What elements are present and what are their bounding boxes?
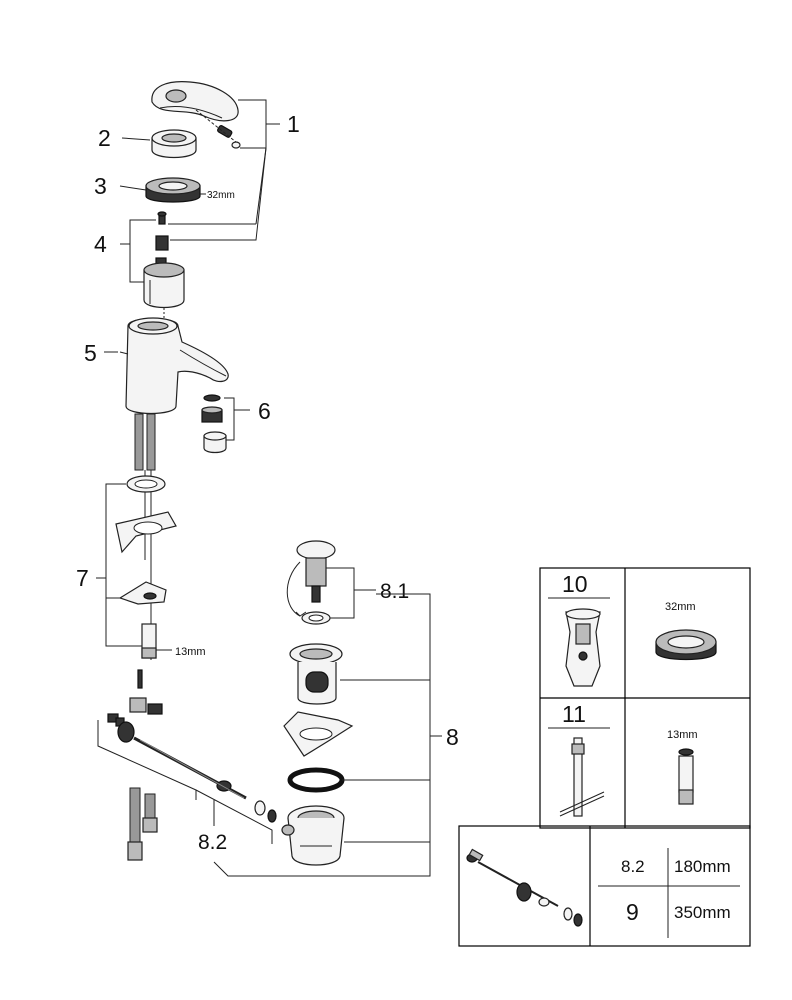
rod-9-number: 9 <box>626 899 639 925</box>
dim-label-13mm: 13mm <box>175 646 206 658</box>
callout-8: 8 <box>446 724 459 750</box>
tool-11-dim: 13mm <box>667 729 698 741</box>
rod-82-number: 8.2 <box>621 857 645 876</box>
tool-10-number: 10 <box>562 571 588 597</box>
rod-washers <box>254 800 277 823</box>
callout-8-leaders <box>213 593 442 877</box>
adapter-piece <box>155 235 169 251</box>
callout-8-1: 8.1 <box>380 580 409 603</box>
callout-4: 4 <box>94 231 107 257</box>
cartridge-wrench-tool <box>565 608 601 687</box>
small-screw <box>157 211 167 225</box>
waste-flange <box>289 643 343 705</box>
supply-hose-b <box>142 793 158 833</box>
rod-clamp <box>107 669 163 727</box>
dim-label-32mm: 32mm <box>207 190 235 201</box>
callout-1: 1 <box>287 111 300 137</box>
callout-3: 3 <box>94 173 107 199</box>
stud-13mm-icon <box>678 748 694 805</box>
callout-5: 5 <box>84 340 97 366</box>
aerator-seal <box>203 394 221 402</box>
socket-tool <box>559 737 605 817</box>
callout-6: 6 <box>258 398 271 424</box>
callout-81-leader-a <box>326 567 376 591</box>
waste-body <box>281 805 345 866</box>
rod-82-length: 180mm <box>674 857 731 876</box>
cover-cap <box>151 129 197 159</box>
aerator-housing <box>203 431 227 454</box>
nut-32mm-icon <box>655 629 717 661</box>
callout-6-leader-a <box>224 397 250 411</box>
flexible-hoses <box>134 413 156 660</box>
fixing-stud <box>141 623 157 659</box>
callout-7: 7 <box>76 565 89 591</box>
callout-4-leaders <box>120 147 267 283</box>
rod-9-length: 350mm <box>674 903 731 922</box>
waste-seal-ring <box>287 767 345 793</box>
rod-length-table <box>458 825 751 947</box>
rod-assembly-icon <box>466 848 583 927</box>
callout-6-leader-b <box>226 410 235 441</box>
callout-8-2: 8.2 <box>198 831 227 854</box>
threaded-nut <box>145 177 201 203</box>
supply-hose-a <box>127 787 143 861</box>
lever-handle <box>151 81 239 122</box>
basin-section-upper <box>115 511 177 554</box>
callout-81-leader-b <box>330 590 355 619</box>
tool-10-cell: 10 32mm <box>548 571 717 687</box>
tools-table <box>539 567 751 829</box>
mounting-gasket <box>126 475 166 493</box>
tool-10-dim: 32mm <box>665 601 696 613</box>
ceramic-cartridge <box>143 257 185 309</box>
callout-7-leader <box>105 483 142 647</box>
aerator-insert <box>201 406 223 423</box>
tool-11-cell: 11 13mm <box>548 701 698 817</box>
pull-rod <box>117 721 247 800</box>
popup-plug <box>286 540 336 617</box>
callout-82-leaders <box>97 720 273 844</box>
basin-section-lower <box>283 711 354 757</box>
faucet-body <box>119 317 229 415</box>
set-screw <box>217 125 241 149</box>
tool-11-number: 11 <box>562 701 586 727</box>
callout-1-leaders <box>170 99 280 241</box>
callout-2: 2 <box>98 125 111 151</box>
horseshoe-plate <box>118 581 167 605</box>
plug-seal <box>301 611 331 625</box>
